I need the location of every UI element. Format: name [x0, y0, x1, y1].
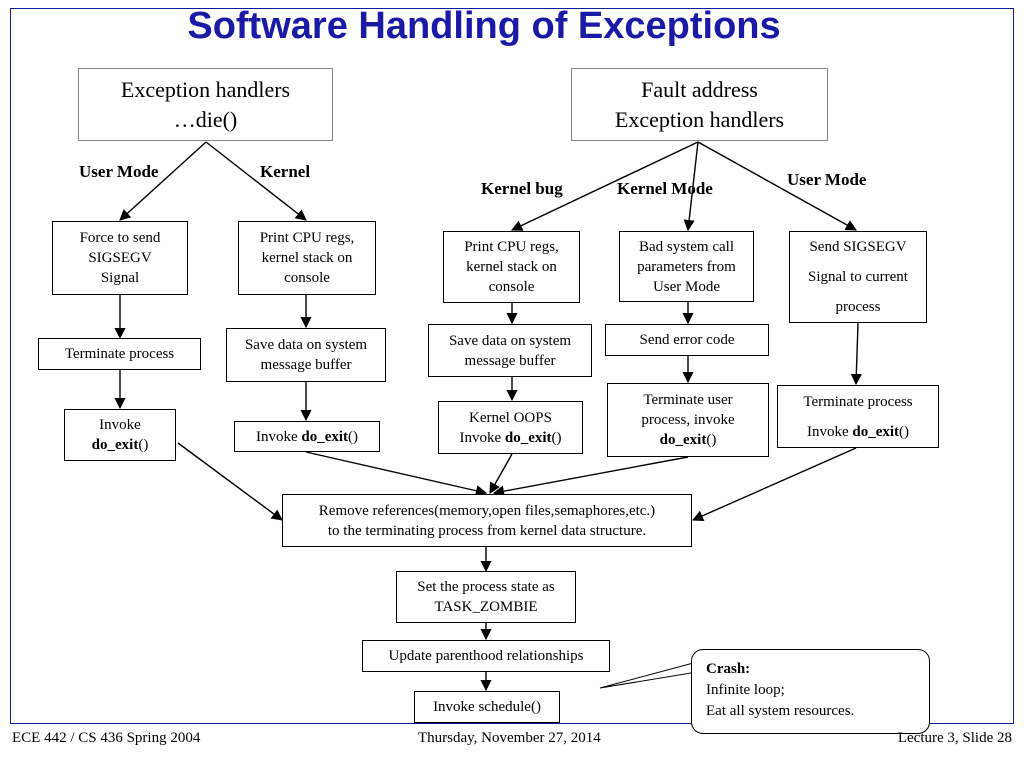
crash-heading: Crash: — [706, 661, 751, 677]
send-error-code-box: Send error code — [605, 324, 769, 356]
footer-course: ECE 442 / CS 436 Spring 2004 — [12, 730, 201, 746]
crash-callout-pointer — [599, 661, 698, 689]
arrow-to-bad-syscall — [683, 141, 699, 232]
slide-frame — [10, 8, 1014, 724]
label-kernel: Kernel — [260, 162, 311, 181]
footer-date: Thursday, November 27, 2014 — [418, 730, 601, 746]
arrow-to-print-regs-left — [205, 141, 307, 221]
label-kernel-bug: Kernel bug — [481, 179, 563, 198]
update-parenthood-box: Update parenthood relationships — [362, 640, 610, 672]
arrow-to-send-sigsegv — [697, 141, 857, 231]
crash-callout: Crash: Infinite loop; Eat all system res… — [691, 649, 930, 734]
arrow-to-force-signal — [119, 141, 207, 221]
invoke-schedule-box: Invoke schedule() — [414, 691, 560, 723]
remove-references-box: Remove references(memory,open files,sema… — [282, 494, 692, 547]
slide-title: Software Handling of Exceptions — [187, 5, 781, 47]
arrow-to-print-regs-right — [510, 141, 699, 231]
invoke-do-exit-box-col2: Invoke do_exit() — [234, 421, 380, 452]
crash-line-2: Eat all system resources. — [706, 703, 855, 719]
exception-handlers-die-box: Exception handlers…die() — [78, 68, 333, 141]
label-kernel-mode: Kernel Mode — [617, 179, 713, 198]
label-user-mode-left: User Mode — [79, 162, 159, 181]
terminate-process-box-left: Terminate process — [38, 338, 201, 370]
label-user-mode-right: User Mode — [787, 170, 867, 189]
footer-slide-number: Lecture 3, Slide 28 — [897, 730, 1012, 746]
crash-line-1: Infinite loop; — [706, 682, 785, 698]
